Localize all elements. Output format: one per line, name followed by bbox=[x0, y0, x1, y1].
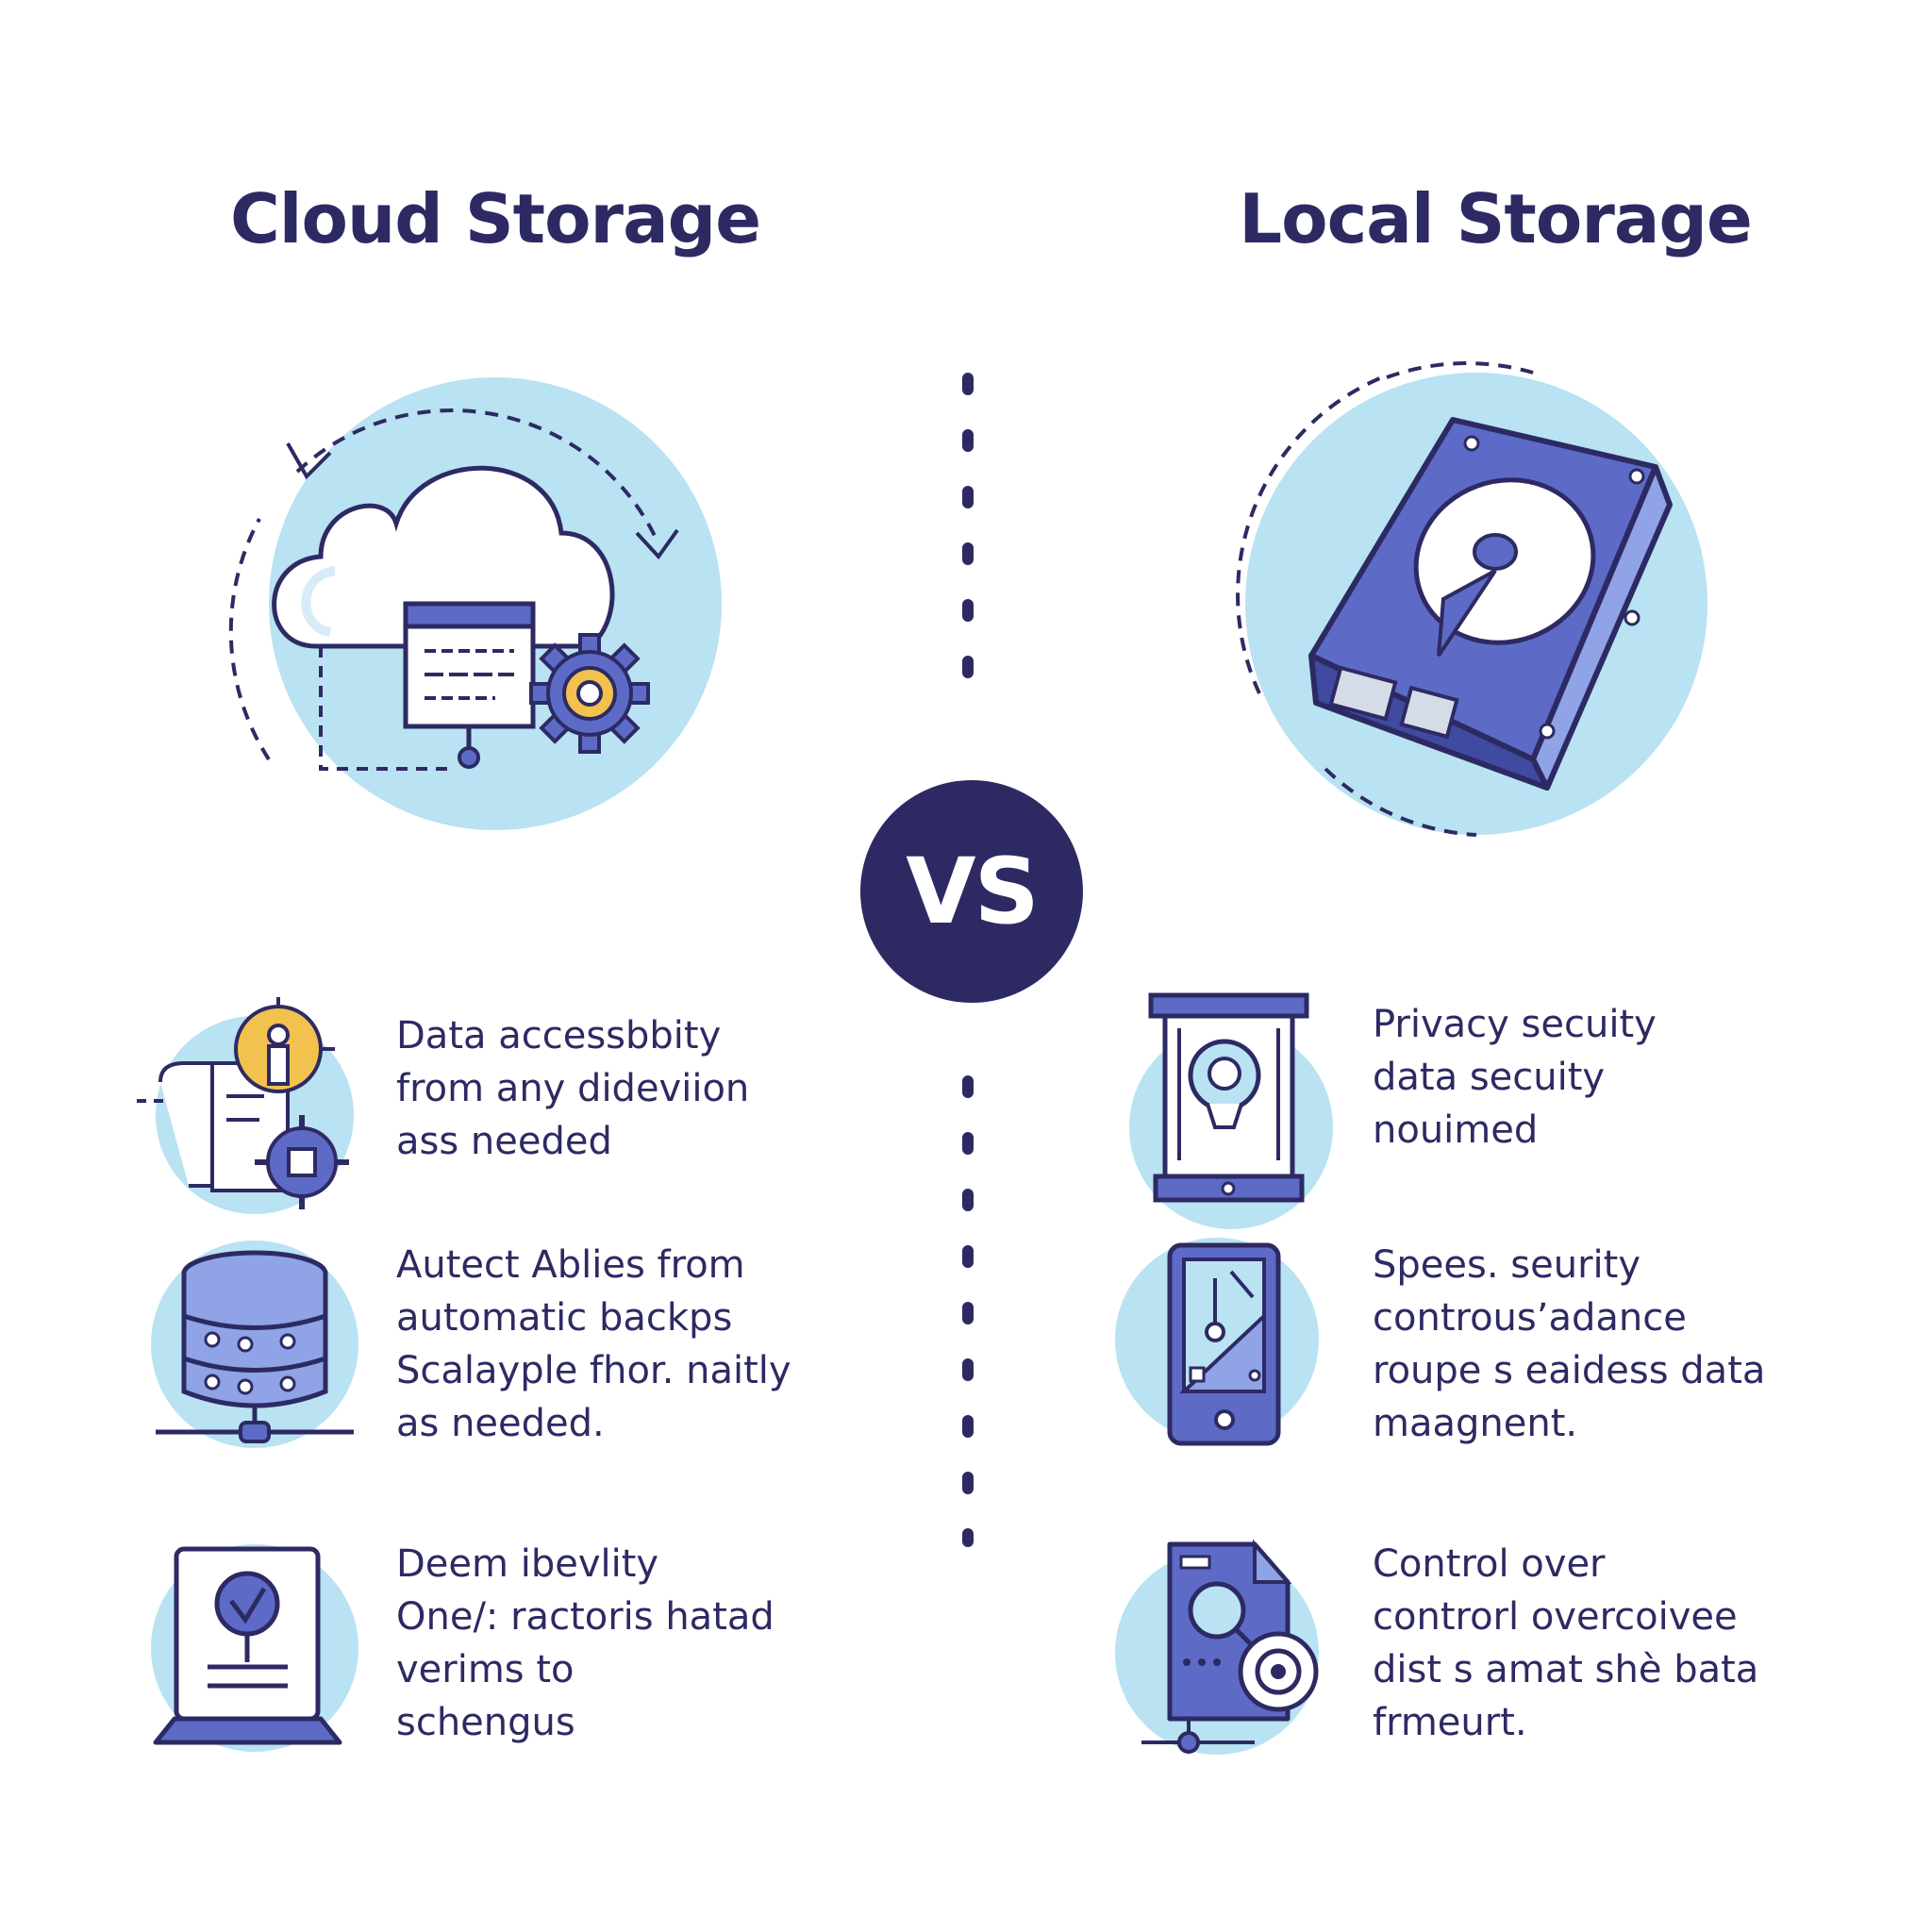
cloud-storage-title: Cloud Storage bbox=[229, 179, 761, 258]
feature-line: ass needed bbox=[396, 1120, 612, 1163]
feature-line: schengus bbox=[396, 1701, 575, 1744]
feature-line: data secuity bbox=[1373, 1056, 1606, 1099]
feature-line: Scalayple fhor. naitly bbox=[396, 1349, 791, 1392]
local-feature-speed: Spees. seurity controus’adance roupe s e… bbox=[1113, 1226, 1932, 1472]
feature-line: roupe s eaidess data bbox=[1373, 1349, 1766, 1392]
user-document-gear-icon bbox=[137, 997, 354, 1214]
local-feature-privacy: Privacy secuity data secuity nouimed bbox=[1113, 991, 1932, 1236]
feature-text: Control over controrl overcoivee dist s … bbox=[1373, 1538, 1932, 1749]
local-feature-control: Control over controrl overcoivee dist s … bbox=[1113, 1530, 1932, 1775]
feature-line: nouimed bbox=[1373, 1108, 1539, 1152]
feature-line: Autect Ablies from bbox=[396, 1243, 745, 1287]
feature-text: Deem ibevlity One/: ractoris hatad verim… bbox=[396, 1538, 962, 1749]
feature-text: Spees. seurity controus’adance roupe s e… bbox=[1373, 1239, 1932, 1450]
feature-line: verims to bbox=[396, 1648, 575, 1691]
feature-line: from any dideviion bbox=[396, 1067, 750, 1110]
laptop-checkmark-icon bbox=[151, 1544, 358, 1752]
cloud-feature-accessibility: Data accessbbity from any dideviion ass … bbox=[137, 997, 1042, 1242]
feature-text: Autect Ablies from automatic backps Scal… bbox=[396, 1239, 962, 1450]
feature-line: Deem ibevlity bbox=[396, 1542, 659, 1586]
feature-line: One/: ractoris hatad bbox=[396, 1595, 774, 1639]
local-storage-title: Local Storage bbox=[1239, 179, 1753, 258]
divider-bottom bbox=[962, 1075, 974, 1547]
feature-line: Data accessbbity bbox=[396, 1014, 722, 1058]
tablet-device-icon bbox=[1115, 1238, 1319, 1446]
hard-drive-icon bbox=[1236, 361, 1707, 837]
feature-text: Data accessbbity from any dideviion ass … bbox=[396, 1009, 962, 1168]
divider-top bbox=[962, 373, 974, 722]
vs-badge: VS bbox=[860, 780, 1083, 1003]
feature-text: Privacy secuity data secuity nouimed bbox=[1373, 998, 1932, 1157]
feature-line: as needed. bbox=[396, 1402, 605, 1445]
feature-line: maagnent. bbox=[1373, 1402, 1578, 1445]
cloud-feature-reliability: Deem ibevlity One/: ractoris hatad verim… bbox=[137, 1530, 1042, 1775]
feature-line: frmeurt. bbox=[1373, 1701, 1527, 1744]
cloud-feature-backups: Autect Ablies from automatic backps Scal… bbox=[137, 1226, 1042, 1472]
feature-line: Privacy secuity bbox=[1373, 1003, 1657, 1046]
feature-line: controus’adance bbox=[1373, 1296, 1687, 1340]
feature-line: automatic backps bbox=[396, 1296, 733, 1340]
file-disc-icon bbox=[1115, 1539, 1319, 1755]
lightbulb-frame-icon bbox=[1129, 992, 1333, 1229]
database-server-icon bbox=[151, 1241, 358, 1448]
feature-line: Spees. seurity bbox=[1373, 1243, 1641, 1287]
feature-line: dist s amat shè bata bbox=[1373, 1648, 1759, 1691]
feature-line: Control over bbox=[1373, 1542, 1606, 1586]
cloud-sync-icon bbox=[228, 377, 722, 830]
feature-line: controrl overcoivee bbox=[1373, 1595, 1738, 1639]
